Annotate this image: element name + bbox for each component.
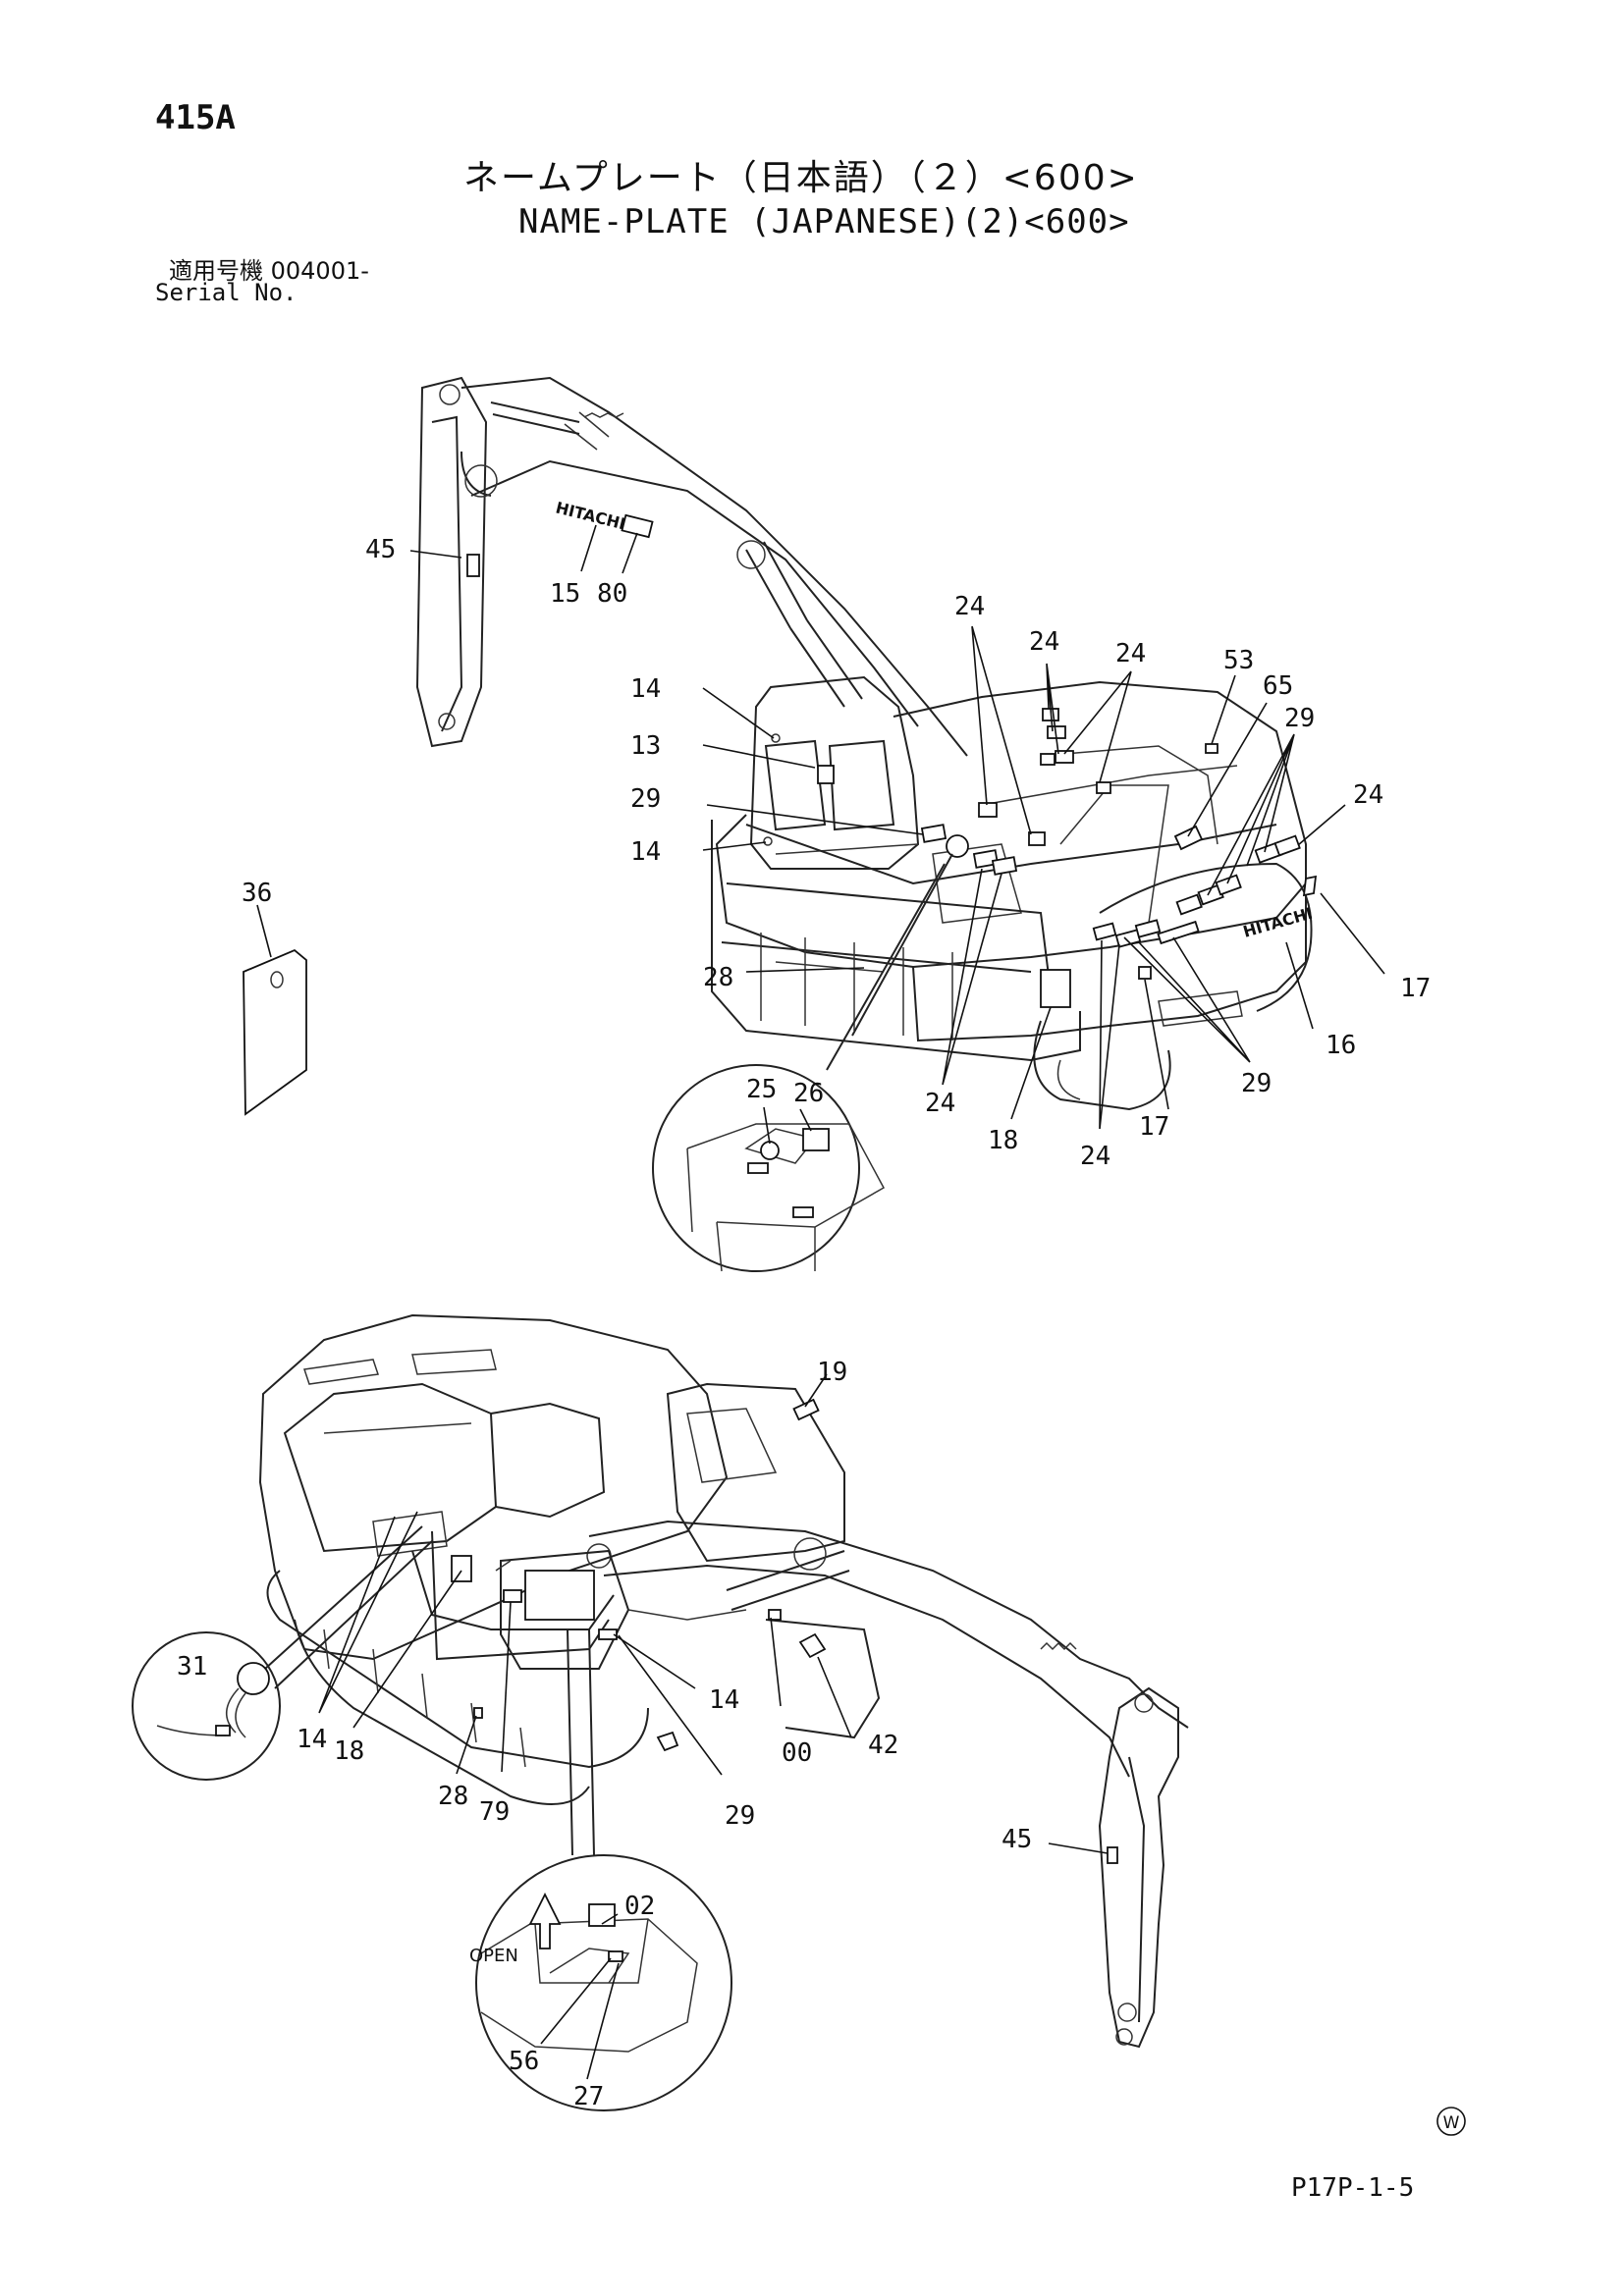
callout-24: 24 [1080,1142,1110,1171]
callout-24: 24 [1115,639,1146,668]
callout-labels: 45 15 80 14 13 29 14 24 24 24 53 65 29 2… [177,535,1431,2111]
callout-31: 31 [177,1652,207,1682]
callout-25: 25 [746,1075,777,1104]
serial-label-english: Serial No. [155,279,298,306]
callout-14: 14 [630,674,661,704]
callout-16: 16 [1326,1031,1356,1060]
callout-79: 79 [479,1797,510,1827]
serial-label-japanese: 適用号機 004001- [169,257,369,285]
callout-14: 14 [297,1725,327,1754]
callout-17: 17 [1139,1112,1169,1142]
inset-detail-top [652,1064,860,1272]
callout-14: 14 [709,1685,739,1715]
page-title-english: NAME-PLATE (JAPANESE)(2)<600> [518,202,1130,241]
open-label: OPEN [469,1946,518,1966]
inset-detail-bottom [475,1854,732,2111]
inset-detail-left [132,1631,281,1781]
excavator-top-view: HITACHI HITACHI [409,376,1385,1272]
tag-36 [243,904,307,1116]
excavator-bottom-view: OPEN [132,1313,1189,2111]
callout-17: 17 [1400,974,1431,1003]
callout-18: 18 [334,1736,364,1766]
callout-24: 24 [925,1089,955,1118]
callout-65: 65 [1263,671,1293,701]
callout-02: 02 [624,1892,655,1921]
callout-28: 28 [703,963,733,992]
callout-00: 00 [782,1738,812,1768]
watermark-w-icon: W [1436,2107,1466,2136]
callout-29: 29 [725,1801,755,1831]
callout-19: 19 [817,1358,847,1387]
callout-27: 27 [573,2082,604,2111]
callout-18: 18 [988,1126,1018,1155]
callout-24: 24 [1029,627,1059,657]
callout-29: 29 [630,784,661,814]
callout-53: 53 [1223,646,1254,675]
footer-page-code: P17P-1-5 [1291,2173,1415,2203]
page-code: 415A [155,98,236,137]
callout-45: 45 [1001,1825,1032,1854]
page-title-japanese: ネームプレート（日本語）（２）<600> [463,158,1139,198]
svg-text:W: W [1443,2113,1460,2133]
callout-56: 56 [509,2047,539,2076]
callout-14: 14 [630,837,661,867]
callout-24: 24 [954,592,985,621]
callout-45: 45 [365,535,396,564]
callout-28: 28 [438,1782,468,1811]
counterweight-brand-text: HITACHI [1241,904,1315,941]
callout-29: 29 [1241,1069,1272,1098]
callout-26: 26 [793,1079,824,1108]
callout-42: 42 [868,1731,898,1760]
callout-13: 13 [630,731,661,761]
callout-36: 36 [242,879,272,908]
boom-brand-text: HITACHI [554,498,627,533]
callout-15: 15 [550,579,580,609]
callout-24: 24 [1353,780,1383,810]
callout-29: 29 [1284,704,1315,733]
callout-80: 80 [597,579,627,609]
